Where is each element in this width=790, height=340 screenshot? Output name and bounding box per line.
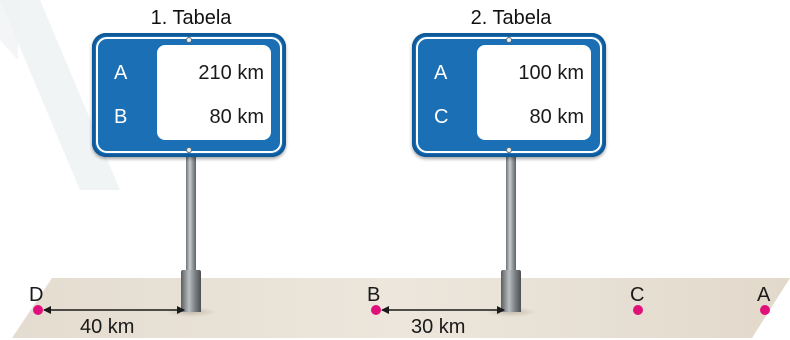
- sign-1-row-2: B 80 km: [92, 97, 286, 137]
- point-b-dot: [371, 305, 381, 315]
- sign-1-row-1: A 210 km: [92, 53, 286, 93]
- point-c-dot: [633, 305, 643, 315]
- sign-2: A 100 km C 80 km: [412, 33, 606, 157]
- sign-1-row-1-distance: 210 km: [198, 62, 264, 84]
- point-d-label: D: [29, 284, 44, 306]
- sign-2-distance-panel: [477, 45, 591, 140]
- sign-1: A 210 km B 80 km: [92, 33, 286, 157]
- sign-2-pole: [506, 150, 516, 272]
- sign-2-row-1-distance: 100 km: [518, 62, 584, 84]
- sign-1-distance-panel: [157, 45, 271, 140]
- point-a-dot: [760, 305, 770, 315]
- sign-2-row-2-distance: 80 km: [529, 106, 584, 128]
- point-c-label: C: [630, 284, 645, 306]
- sign-2-caption: 2. Tabela: [470, 7, 552, 29]
- sign-1-pole-base: [181, 270, 201, 312]
- d-to-sign-1-distance-label: 40 km: [80, 316, 135, 338]
- sign-1-row-2-distance: 80 km: [209, 106, 264, 128]
- sign-1-caption: 1. Tabela: [150, 7, 232, 29]
- sign-1-pole: [186, 150, 196, 272]
- point-b-label: B: [367, 284, 381, 306]
- sign-1-row-1-letter: A: [114, 62, 128, 84]
- sign-1-bottom-rivet: [187, 148, 191, 152]
- sign-2-row-1: A 100 km: [412, 53, 606, 93]
- sign-2-pole-base: [501, 270, 521, 312]
- b-to-sign-2-distance-label: 30 km: [411, 316, 466, 338]
- sign-2-row-2-letter: C: [434, 106, 449, 128]
- sign-2-top-rivet: [507, 38, 511, 42]
- point-d-dot: [33, 305, 43, 315]
- point-a-label: A: [757, 284, 771, 306]
- sign-1-top-rivet: [187, 38, 191, 42]
- sign-2-bottom-rivet: [507, 148, 511, 152]
- sign-2-row-2: C 80 km: [412, 97, 606, 137]
- sign-1-row-2-letter: B: [114, 106, 128, 128]
- sign-2-row-1-letter: A: [434, 62, 448, 84]
